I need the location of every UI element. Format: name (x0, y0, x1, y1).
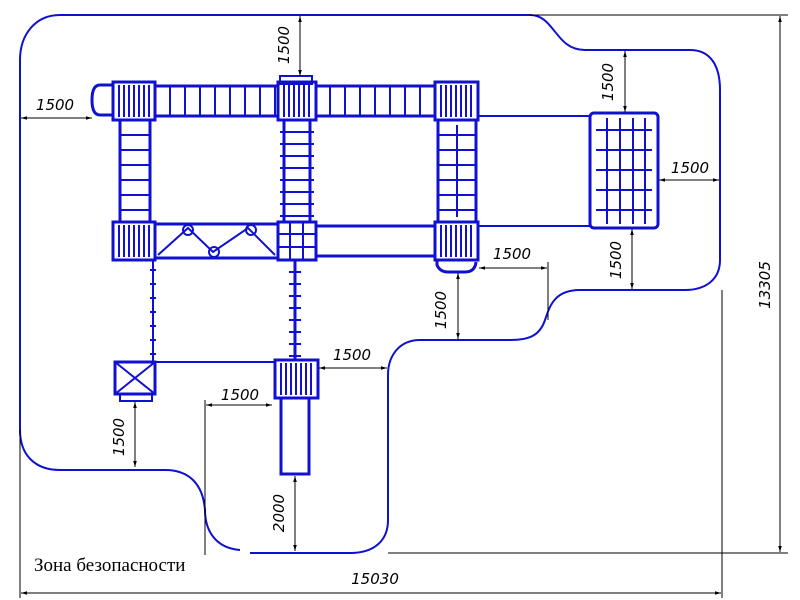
dim-slide-exit: 2000 (270, 494, 288, 532)
dim-right-lower-clearance: 1500 (607, 241, 625, 279)
dim-box-bottom: 1500 (110, 418, 128, 456)
dim-right-side-clearance: 1500 (671, 159, 709, 177)
play-structure (90, 75, 660, 476)
dim-lower-tower-right: 1500 (333, 346, 371, 364)
dim-right-top-clearance: 1500 (599, 63, 617, 101)
dimension-lines (19, 14, 788, 598)
dim-mid-right-horizontal: 1500 (493, 245, 531, 263)
safety-zone-outline (19, 14, 721, 554)
dim-total-height: 13305 (756, 261, 774, 309)
safety-zone-caption: Зона безопасности (34, 555, 185, 576)
dim-total-width: 15030 (351, 570, 399, 588)
dim-left-clearance: 1500 (36, 96, 74, 114)
dim-top-clearance: 1500 (275, 26, 293, 64)
dim-slide-left: 1500 (221, 386, 259, 404)
dim-mid-right-vertical: 1500 (432, 291, 450, 329)
